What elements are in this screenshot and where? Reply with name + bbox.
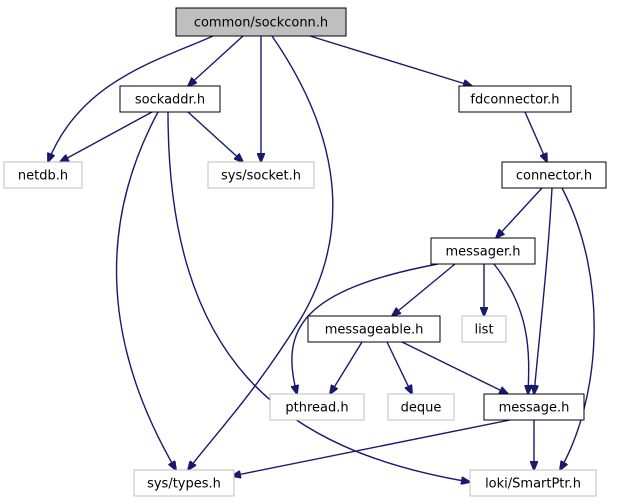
- node-label-pthread: pthread.h: [285, 401, 348, 416]
- edges-layer: [48, 35, 595, 482]
- node-label-connector: connector.h: [516, 169, 592, 184]
- edge-sockconn-to-sockaddr: [188, 35, 244, 86]
- node-label-deque: deque: [401, 401, 442, 416]
- node-label-fdconnector: fdconnector.h: [470, 93, 559, 108]
- node-syssocket: sys/socket.h: [207, 161, 315, 189]
- node-deque: deque: [387, 393, 455, 421]
- edge-messageable-to-pthread: [330, 341, 363, 394]
- node-messager[interactable]: messager.h: [430, 237, 536, 265]
- node-label-sockaddr: sockaddr.h: [135, 93, 205, 108]
- node-box-fdconnector: [458, 85, 572, 113]
- node-label-syssocket: sys/socket.h: [221, 169, 301, 184]
- node-smartptr: loki/SmartPtr.h: [469, 469, 597, 497]
- node-box-sockaddr: [119, 85, 221, 113]
- node-label-netdb: netdb.h: [18, 169, 68, 184]
- node-box-message: [483, 393, 585, 421]
- edge-messager-to-message: [493, 263, 529, 394]
- node-sockconn[interactable]: common/sockconn.h: [175, 7, 347, 37]
- node-label-smartptr: loki/SmartPtr.h: [485, 477, 581, 492]
- node-box-connector: [501, 161, 607, 189]
- node-box-messager: [430, 237, 536, 265]
- node-label-messageable: messageable.h: [325, 323, 424, 338]
- node-box-deque: [387, 393, 455, 421]
- node-fdconnector[interactable]: fdconnector.h: [458, 85, 572, 113]
- edge-messager-to-messageable: [392, 263, 456, 316]
- edge-messageable-to-deque: [386, 341, 412, 394]
- edge-sockaddr-to-systypes: [115, 111, 176, 470]
- node-box-list: [461, 315, 507, 343]
- node-box-sockconn: [175, 7, 347, 37]
- node-box-messageable: [307, 315, 441, 343]
- node-box-syssocket: [207, 161, 315, 189]
- node-label-list: list: [474, 323, 493, 338]
- edge-message-to-systypes: [232, 419, 511, 476]
- edge-sockaddr-to-netdb: [60, 111, 153, 162]
- node-message[interactable]: message.h: [483, 393, 585, 421]
- node-messageable[interactable]: messageable.h: [307, 315, 441, 343]
- node-box-pthread: [269, 393, 365, 421]
- node-list: list: [461, 315, 507, 343]
- edge-sockconn-to-netdb: [48, 35, 214, 162]
- node-netdb: netdb.h: [3, 161, 83, 189]
- edge-sockconn-to-systypes: [188, 35, 334, 470]
- edge-connector-to-message: [534, 187, 553, 394]
- node-connector[interactable]: connector.h: [501, 161, 607, 189]
- edge-messageable-to-message: [401, 341, 508, 394]
- node-box-smartptr: [469, 469, 597, 497]
- node-box-netdb: [3, 161, 83, 189]
- edge-connector-to-messager: [496, 187, 543, 238]
- edge-fdconnector-to-connector: [524, 111, 547, 162]
- edge-connector-to-smartptr: [560, 187, 595, 470]
- node-label-message: message.h: [499, 401, 570, 416]
- node-label-messager: messager.h: [446, 245, 521, 260]
- node-box-systypes: [133, 469, 235, 497]
- node-sockaddr[interactable]: sockaddr.h: [119, 85, 221, 113]
- node-systypes: sys/types.h: [133, 469, 235, 497]
- node-label-systypes: sys/types.h: [147, 477, 221, 492]
- edge-sockconn-to-fdconnector: [309, 35, 472, 86]
- edge-messager-to-pthread: [292, 263, 439, 394]
- node-label-sockconn: common/sockconn.h: [194, 16, 328, 31]
- edge-sockaddr-to-syssocket: [187, 111, 243, 162]
- nodes-layer: common/sockconn.h sockaddr.h fdconnector.h…: [3, 7, 607, 497]
- edge-sockaddr-to-smartptr: [167, 111, 470, 482]
- node-pthread: pthread.h: [269, 393, 365, 421]
